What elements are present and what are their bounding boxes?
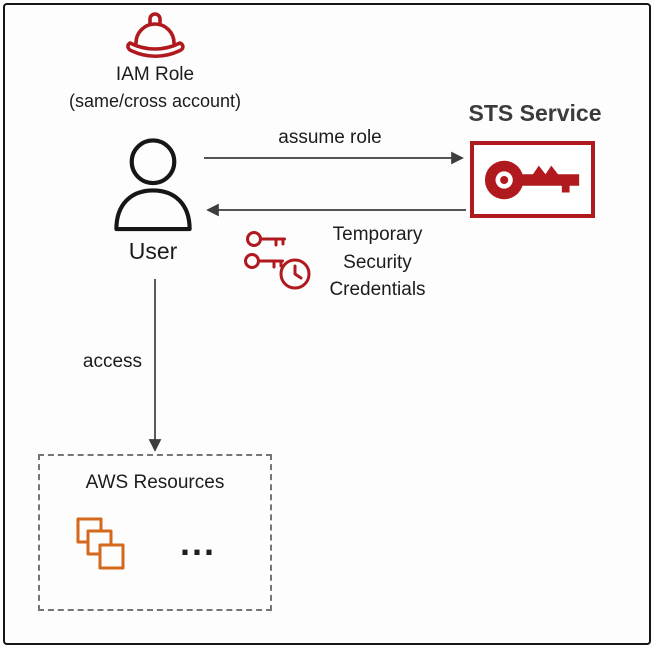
hard-hat-icon: [126, 12, 185, 59]
keys-clock-icon: [244, 231, 311, 290]
temporary-credentials-line3: Credentials: [329, 279, 426, 300]
sts-service-box: [470, 141, 595, 218]
temporary-credentials-line2: Security: [343, 251, 412, 273]
key-icon: [484, 160, 579, 199]
iam-role-sublabel: (same/cross account): [68, 91, 242, 111]
ellipsis-more-resources: ...: [179, 522, 216, 563]
aws-resources-label: AWS Resources: [85, 472, 225, 493]
access-label: access: [82, 351, 143, 372]
iam-role-label: IAM Role: [115, 64, 195, 85]
stacked-squares-icon: [76, 517, 125, 570]
temporary-credentials-label: Temporary Security Credentials: [305, 221, 450, 304]
assume-role-label: assume role: [278, 127, 382, 148]
user-label: User: [128, 238, 178, 264]
temporary-credentials-line1: Temporary: [332, 224, 423, 245]
aws-resources-box: [38, 454, 272, 611]
user-icon: [114, 138, 192, 232]
sts-service-title: STS Service: [468, 100, 602, 126]
